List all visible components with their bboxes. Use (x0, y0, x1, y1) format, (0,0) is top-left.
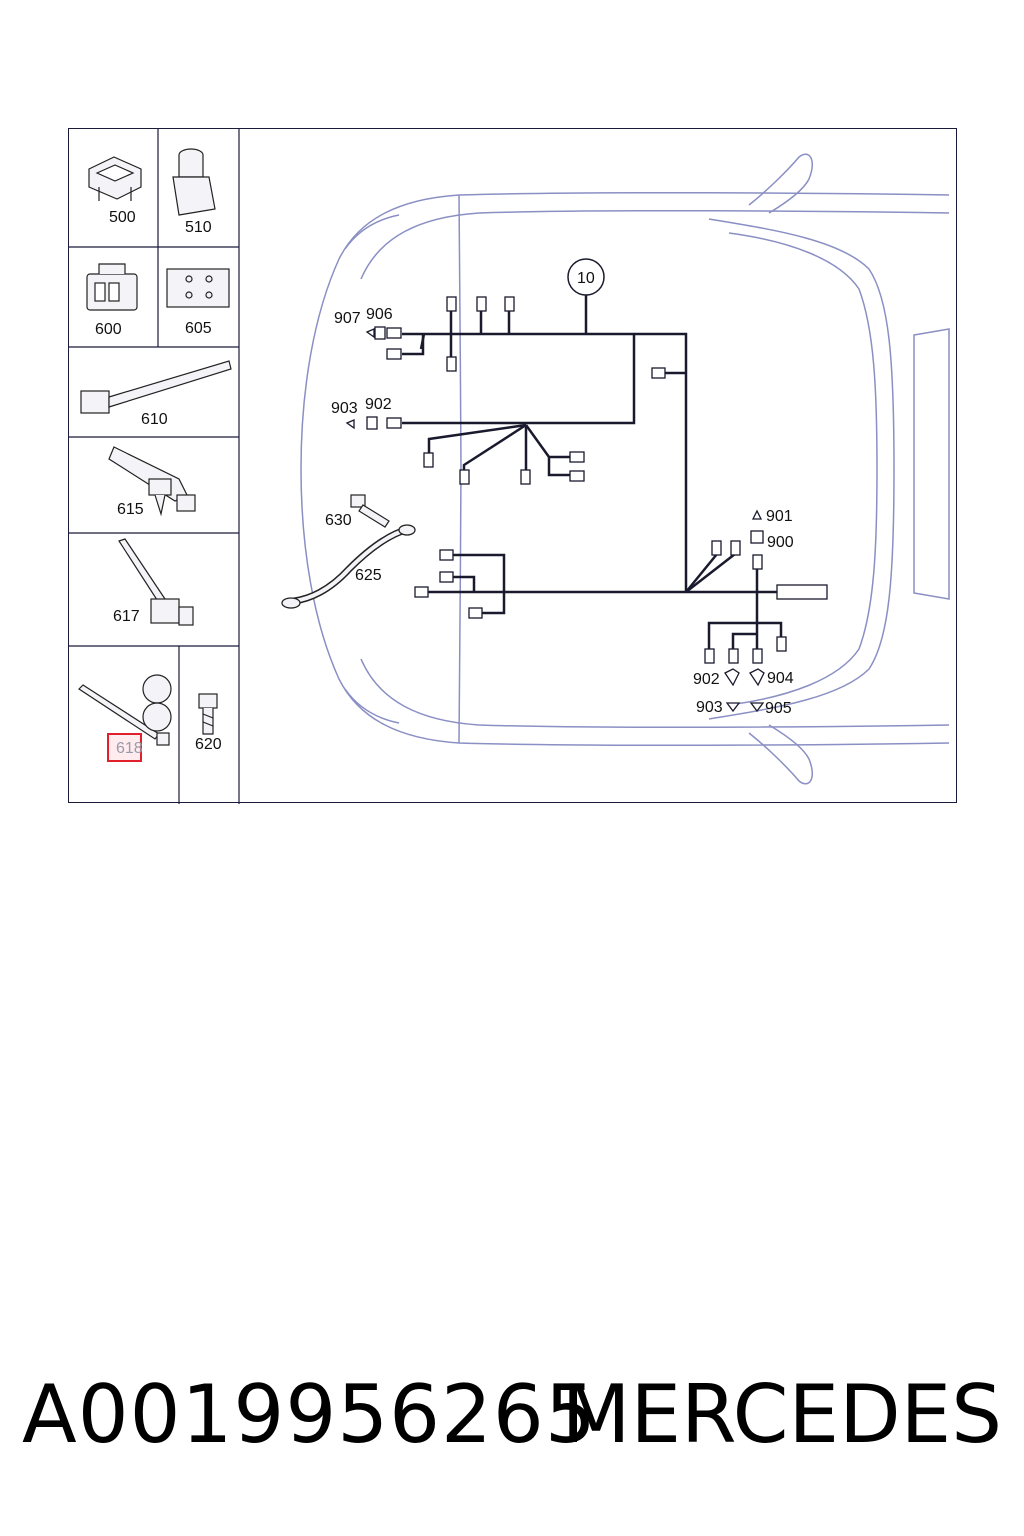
footer: A0019956265 MERCEDES (0, 1368, 1024, 1468)
part-label-500[interactable]: 500 (109, 209, 136, 226)
screw-620-icon (198, 693, 218, 735)
part-label-620[interactable]: 620 (195, 736, 222, 753)
diagram-frame: 10 907 906 903 902 630 625 901 900 902 9… (68, 128, 957, 804)
bolt-630-icon (350, 494, 390, 528)
callout-903-lower: 903 (696, 699, 723, 716)
tie-holder-617-icon (118, 538, 194, 626)
plate-605-icon (166, 268, 230, 308)
callout-630: 630 (325, 512, 352, 529)
part-icons (78, 148, 232, 746)
callout-905: 905 (765, 700, 792, 717)
brand-name: MERCEDES (561, 1368, 1002, 1461)
part-label-510[interactable]: 510 (185, 219, 212, 236)
car-outline (300, 153, 950, 785)
part-label-617[interactable]: 617 (113, 608, 140, 625)
callout-10-circle (567, 258, 605, 296)
double-clip-618-icon (78, 674, 172, 746)
part-label-600[interactable]: 600 (95, 321, 122, 338)
wiring-diagram: 10 907 906 903 902 630 625 901 900 902 9… (69, 129, 950, 804)
callout-625: 625 (355, 567, 382, 584)
callout-900: 900 (767, 534, 794, 551)
cable-tie-610-icon (80, 360, 232, 414)
part-label-605[interactable]: 605 (185, 320, 212, 337)
callout-904: 904 (767, 670, 794, 687)
part-number: A0019956265 (22, 1368, 597, 1461)
connectors (345, 296, 828, 713)
clip-500-icon (88, 156, 142, 201)
part-label-615[interactable]: 615 (117, 501, 144, 518)
housing-600-icon (86, 263, 138, 311)
parts-grid (69, 129, 240, 804)
callout-902-upper: 902 (365, 396, 392, 413)
callout-902-lower: 902 (693, 671, 720, 688)
callout-906: 906 (366, 306, 393, 323)
battery-cable-625 (281, 524, 416, 609)
callout-907: 907 (334, 310, 361, 327)
callout-903-upper: 903 (331, 400, 358, 417)
part-label-610[interactable]: 610 (141, 411, 168, 428)
part-label-618-highlight[interactable]: 618 (107, 733, 143, 762)
wiring-harness (402, 294, 783, 653)
holder-510-icon (172, 148, 216, 216)
tie-anchor-615-icon (108, 446, 196, 517)
callout-10: 10 (577, 270, 595, 287)
part-label-618[interactable]: 618 (116, 740, 143, 757)
callout-901: 901 (766, 508, 793, 525)
